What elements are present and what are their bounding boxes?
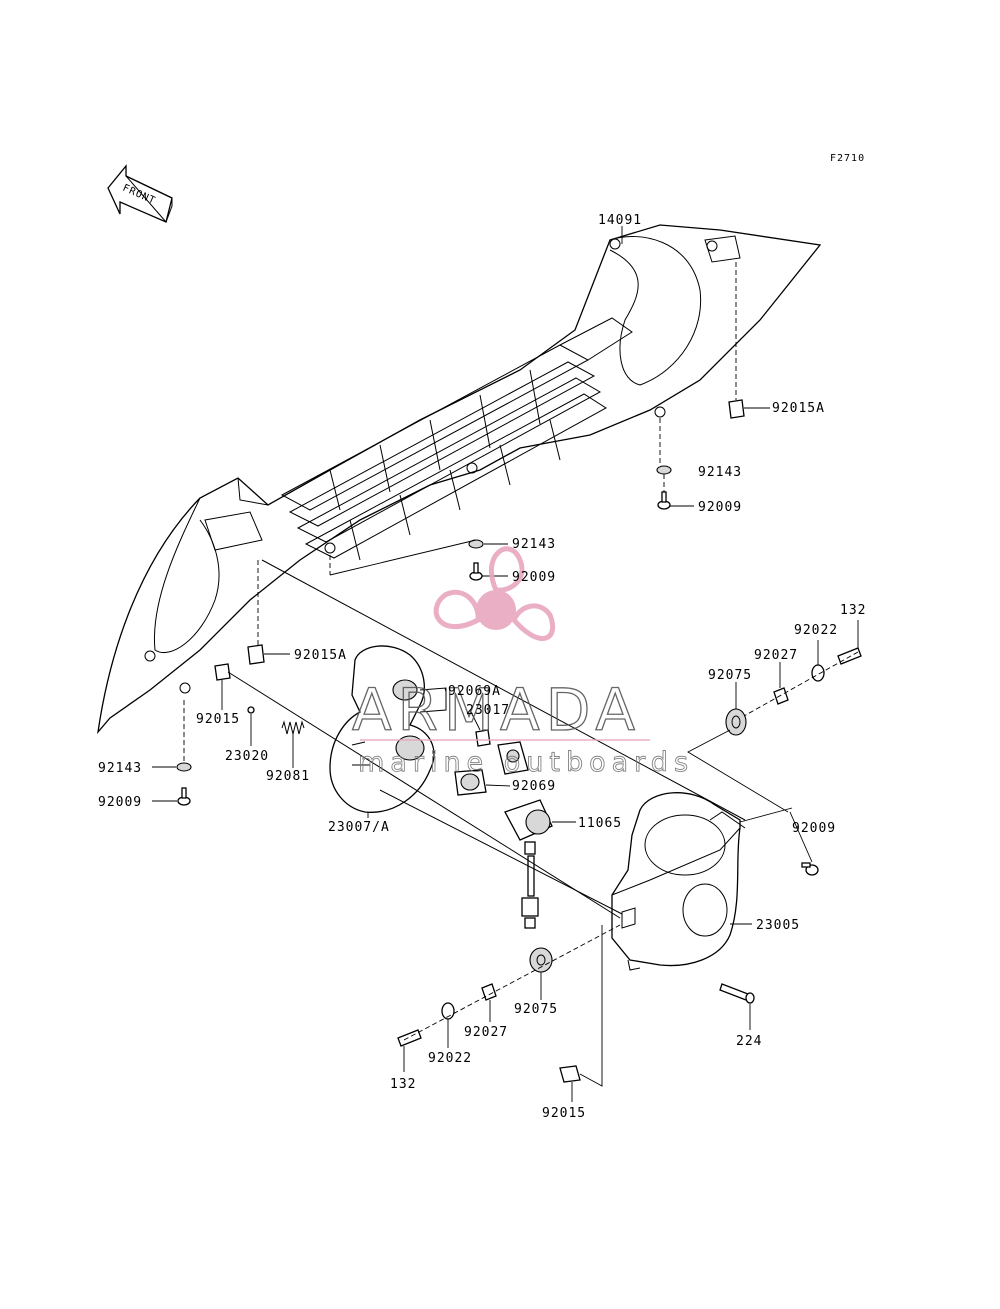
bolt-132-lower-part[interactable] — [397, 1029, 422, 1047]
callout-label[interactable]: 224 — [736, 1034, 762, 1049]
clip-92015a-upper-part[interactable] — [728, 399, 745, 419]
callout-label[interactable]: 92022 — [794, 623, 838, 638]
callout-label[interactable]: 92081 — [266, 769, 310, 784]
callout-label[interactable]: 92143 — [512, 537, 556, 552]
nut-92143-left-part[interactable] — [176, 762, 192, 772]
callout-label[interactable]: 92069A — [448, 684, 501, 699]
callout-label[interactable]: 92027 — [464, 1025, 508, 1040]
clip-92069a-part[interactable] — [475, 729, 491, 747]
screw-92009-upper-part[interactable] — [657, 491, 671, 510]
watermark-title: ARMADA — [352, 676, 641, 744]
callout-label[interactable]: 23005 — [756, 918, 800, 933]
callout-label[interactable]: 14091 — [598, 213, 642, 228]
bulb-socket-92069-part[interactable] — [454, 769, 487, 796]
callout-label[interactable]: 92143 — [698, 465, 742, 480]
grommet-92075-upper-part[interactable] — [725, 708, 747, 736]
callout-labels: 14091 92015A 92143 92009 92143 92009 132… — [98, 213, 866, 1121]
callout-label[interactable]: 92009 — [98, 795, 142, 810]
lower-housing-23005-part[interactable] — [611, 792, 746, 971]
callout-label[interactable]: 92022 — [428, 1051, 472, 1066]
grommet-92075-lower-part[interactable] — [529, 947, 553, 973]
watermark-logo: ARMADA marine outboards — [351, 546, 694, 778]
clip-92015-lower-part[interactable] — [559, 1065, 581, 1083]
callout-label[interactable]: 92009 — [512, 570, 556, 585]
socket-23020-part[interactable] — [247, 706, 255, 714]
callout-label[interactable]: 92015A — [772, 401, 825, 416]
upper-cowl-part[interactable] — [97, 224, 822, 735]
callout-label[interactable]: 92027 — [754, 648, 798, 663]
callout-label[interactable]: 23020 — [225, 749, 269, 764]
callout-label[interactable]: 23007/A — [328, 820, 390, 835]
diagram-code: F2710 — [830, 153, 865, 164]
screw-92009-center-part[interactable] — [469, 562, 483, 581]
callout-label[interactable]: 23017 — [466, 703, 510, 718]
callout-label[interactable]: 92009 — [698, 500, 742, 515]
callout-label[interactable]: 11065 — [578, 816, 622, 831]
screw-92009-right-part[interactable] — [801, 862, 819, 876]
callout-label[interactable]: 132 — [390, 1077, 416, 1092]
clip-92015-left-part[interactable] — [214, 663, 231, 681]
collar-92027-lower-part[interactable] — [481, 983, 497, 1001]
callout-label[interactable]: 92015 — [542, 1106, 586, 1121]
leader-lines — [152, 226, 859, 1102]
callout-label[interactable]: 132 — [840, 603, 866, 618]
callout-label[interactable]: 92015 — [196, 712, 240, 727]
wire-harness-11065-part[interactable] — [504, 799, 553, 929]
bolt-224-part[interactable] — [719, 983, 755, 1004]
watermark-subtitle: marine outboards — [358, 747, 694, 778]
callout-label[interactable]: 92075 — [708, 668, 752, 683]
headlight-unit-part[interactable] — [329, 645, 447, 813]
propeller-icon — [433, 546, 556, 641]
callout-label[interactable]: 92143 — [98, 761, 142, 776]
callout-label[interactable]: 92069 — [512, 779, 556, 794]
screw-92009-left-part[interactable] — [177, 787, 191, 806]
washer-92022-upper-part[interactable] — [811, 664, 825, 682]
bulb-23017-part[interactable] — [497, 741, 529, 775]
front-arrow-icon: FRONT — [107, 164, 173, 223]
callout-label[interactable]: 92075 — [514, 1002, 558, 1017]
callout-label[interactable]: 92015A — [294, 648, 347, 663]
collar-92027-upper-part[interactable] — [773, 687, 789, 705]
clip-92015a-left-part[interactable] — [247, 644, 265, 665]
nut-92143-upper-part[interactable] — [656, 465, 672, 475]
callout-label[interactable]: 92009 — [792, 821, 836, 836]
spring-92081-part[interactable] — [281, 720, 305, 735]
